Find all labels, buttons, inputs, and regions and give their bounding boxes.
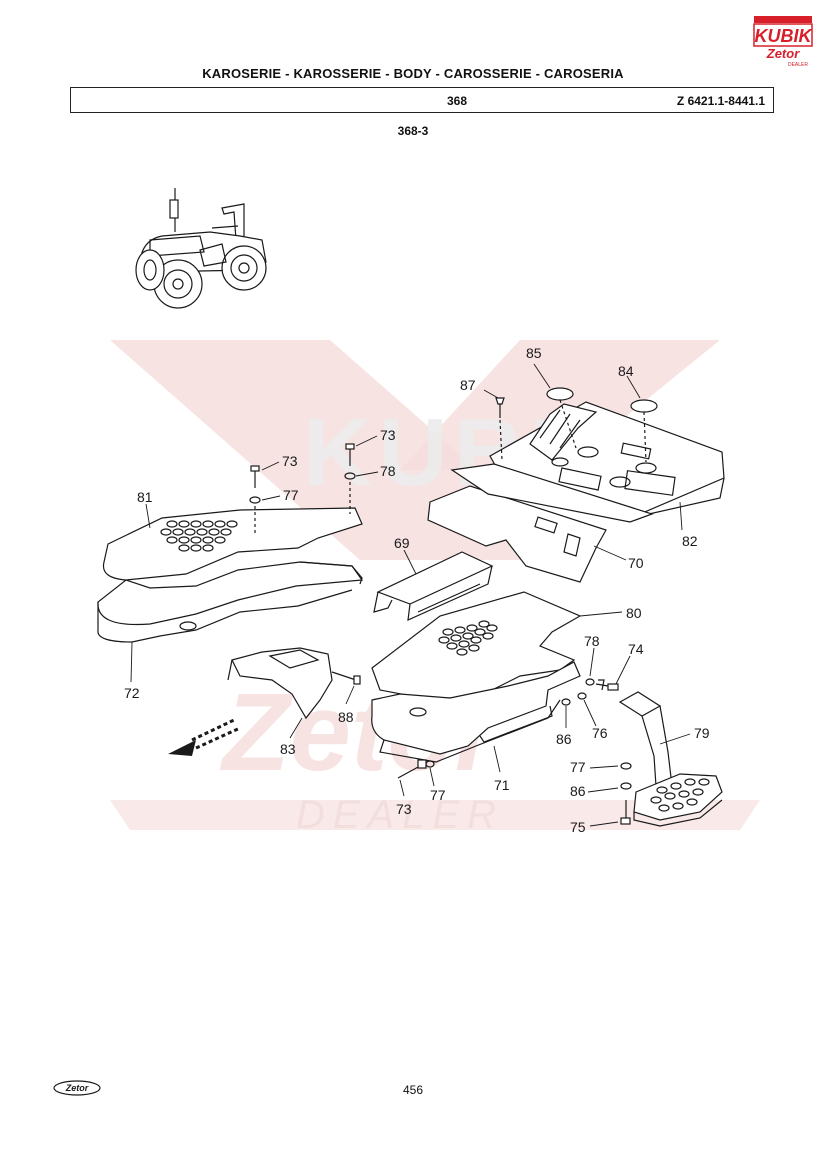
callout-72: 72 <box>124 685 140 701</box>
callout-79: 79 <box>694 725 710 741</box>
callout-71: 71 <box>494 777 510 793</box>
callout-76: 76 <box>592 725 608 741</box>
part-70-support <box>427 485 607 583</box>
logo-dealer-text: DEALER <box>788 62 808 68</box>
callout-77-left: 77 <box>283 487 299 503</box>
footer-logo-text: Zetor <box>65 1083 89 1093</box>
callout-87: 87 <box>460 377 476 393</box>
callout-86-lower: 86 <box>570 783 586 799</box>
callout-labels: 81 72 73 77 73 78 69 70 82 85 84 87 80 7… <box>124 345 710 835</box>
callout-75: 75 <box>570 819 586 835</box>
tractor-thumbnail <box>135 188 267 309</box>
callout-70: 70 <box>628 555 644 571</box>
callout-82: 82 <box>682 533 698 549</box>
part-79-step <box>397 678 723 827</box>
callout-84: 84 <box>618 363 634 379</box>
watermark: KUBIK Zetor DEALER <box>110 340 760 837</box>
callout-78-right: 78 <box>584 633 600 649</box>
callout-73-mid: 73 <box>380 427 396 443</box>
logo-sub-text: Zetor <box>766 46 800 61</box>
callout-74: 74 <box>628 641 644 657</box>
page-title: KAROSERIE - KAROSSERIE - BODY - CAROSSER… <box>202 66 624 81</box>
callout-77-bottom: 77 <box>430 787 446 803</box>
section-number: 368 <box>446 94 468 108</box>
callout-80: 80 <box>626 605 642 621</box>
header-box: 368 Z 6421.1-8441.1 <box>70 87 774 113</box>
callout-88: 88 <box>338 709 354 725</box>
callout-77-right: 77 <box>570 759 586 775</box>
callout-85: 85 <box>526 345 542 361</box>
callout-83: 83 <box>280 741 296 757</box>
part-83-bracket <box>227 647 361 720</box>
callout-69: 69 <box>394 535 410 551</box>
callout-81: 81 <box>137 489 153 505</box>
part-82-cab-floor <box>450 401 725 523</box>
direction-arrow <box>168 718 241 756</box>
callout-86-upper: 86 <box>556 731 572 747</box>
leader-lines <box>130 363 691 827</box>
part-81-floor-mat <box>97 507 364 643</box>
watermark-line3: DEALER <box>296 793 504 837</box>
callout-78-mid: 78 <box>380 463 396 479</box>
subsection-number: 368-3 <box>397 124 429 138</box>
logo-brand-text: KUBIK <box>755 26 814 46</box>
page-number: 456 <box>402 1083 424 1097</box>
zetor-footer-logo: Zetor <box>53 1080 101 1096</box>
part-69-cover <box>373 551 494 621</box>
part-80-floor-mat <box>371 591 582 763</box>
part-81-tread-holes <box>160 520 238 552</box>
model-range: Z 6421.1-8441.1 <box>676 94 765 108</box>
callout-73-bottom: 73 <box>396 801 412 817</box>
step-tread-holes <box>650 778 710 812</box>
kubik-logo: KUBIK Zetor DEALER <box>753 16 814 68</box>
bolt-73-left <box>249 443 356 534</box>
callout-73-left: 73 <box>282 453 298 469</box>
plugs-84-85 <box>495 387 658 463</box>
part-80-tread-holes <box>438 620 498 656</box>
